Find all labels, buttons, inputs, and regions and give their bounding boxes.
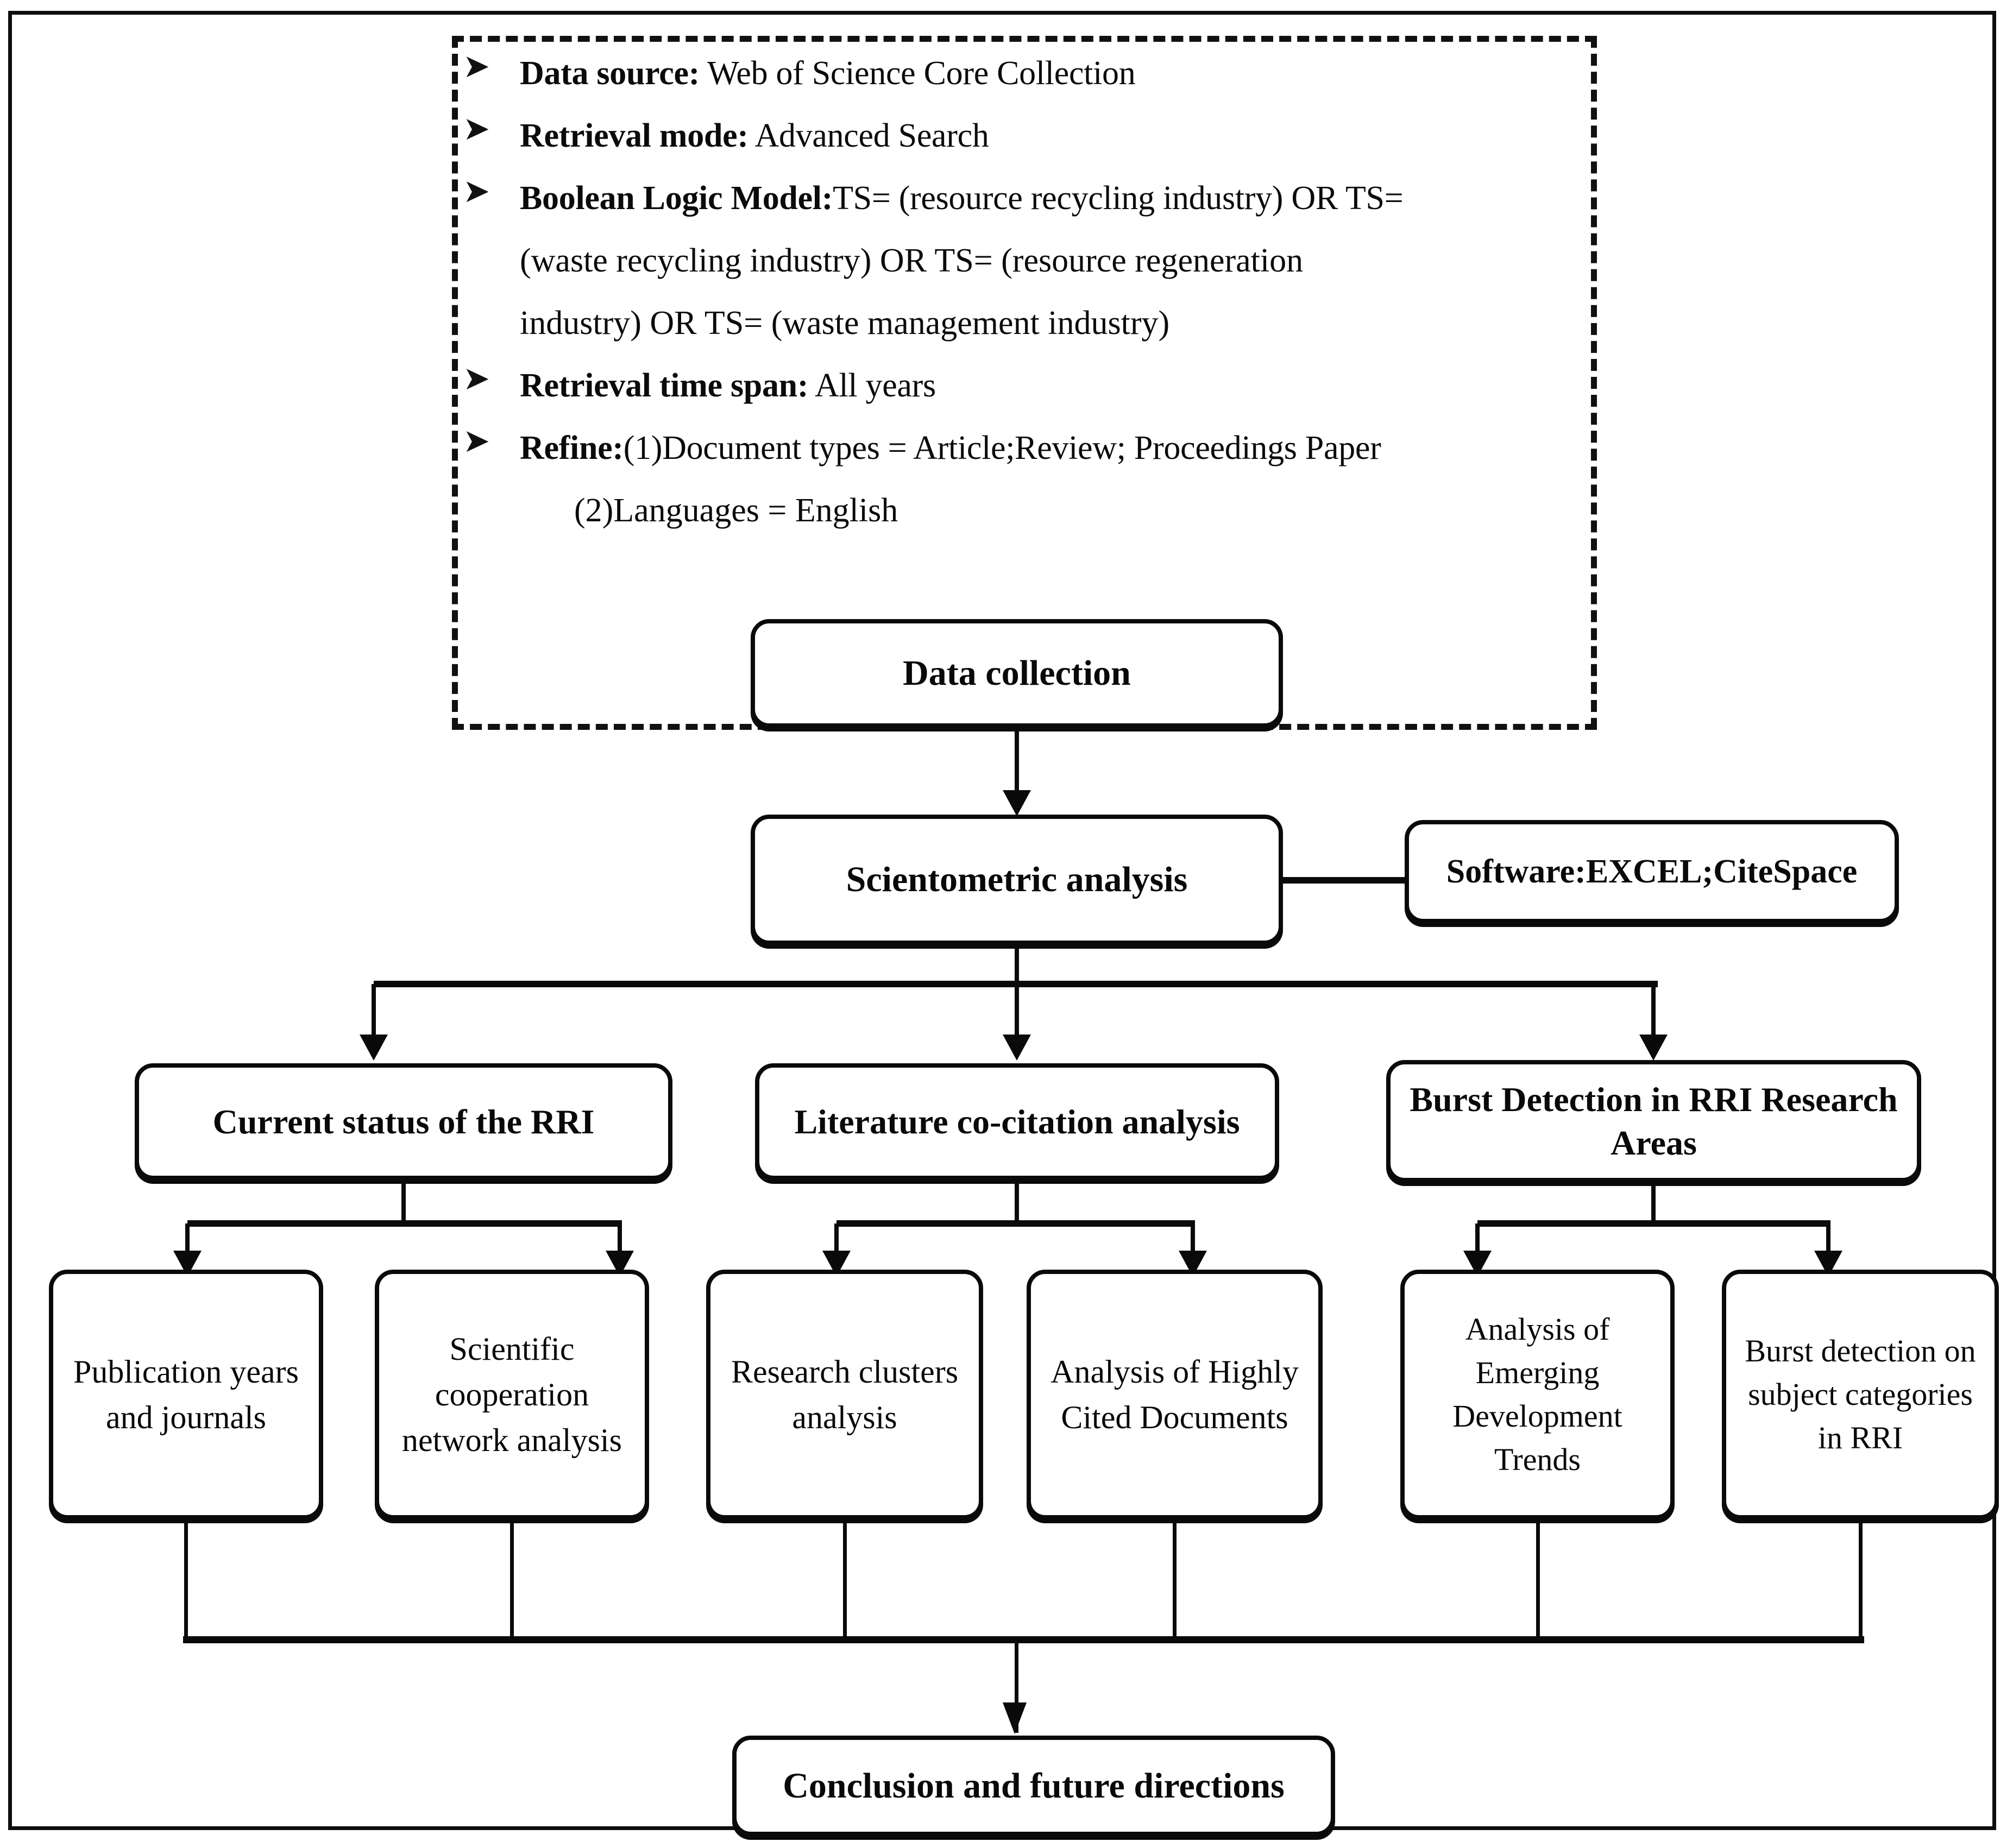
connector-branch1-bus [187,1220,622,1227]
connector-leaf5-down [1536,1519,1540,1639]
node-emerging-development-trends-label: Analysis of Emerging Development Trends [1452,1311,1622,1477]
node-highly-cited-documents[interactable]: Analysis of Highly Cited Documents [1027,1270,1323,1519]
list-item: ➤ Retrieval mode: Advanced Search [463,105,1593,167]
node-software-label: Software:EXCEL;CiteSpace [1446,853,1858,890]
connector-branch3-down [1651,1182,1656,1222]
connector-leaf3-down [843,1519,847,1639]
node-scientific-cooperation-network-label: Scientific cooperation network analysis [402,1331,622,1458]
chevron-bullet-icon: ➤ [463,172,490,210]
node-burst-detection-areas[interactable]: Burst Detection in RRI Research Areas [1386,1060,1921,1182]
boolean-model-line-3: industry) OR TS= (waste management indus… [520,305,1170,342]
node-conclusion-label: Conclusion and future directions [783,1765,1285,1806]
connector-bus-to-conclusion [1015,1643,1018,1733]
connector-branch1-down [401,1180,406,1222]
chevron-bullet-icon: ➤ [463,422,490,460]
search-protocol-list: ➤ Data source: Web of Science Core Colle… [463,42,1593,542]
arrowhead-to-branch3 [1639,1035,1668,1061]
chevron-bullet-icon: ➤ [463,47,490,85]
node-literature-cocitation[interactable]: Literature co-citation analysis [755,1063,1279,1180]
connector-branch2-to-leaf4 [1191,1223,1195,1267]
node-scientometric-analysis[interactable]: Scientometric analysis [751,815,1283,945]
arrowhead-to-scientometric [1003,790,1031,816]
connector-bus-to-branch3 [1651,984,1656,1052]
connector-branch1-to-leaf2 [618,1223,622,1267]
node-conclusion[interactable]: Conclusion and future directions [732,1736,1335,1836]
connector-leaf1-down [184,1519,188,1639]
list-item: ➤ Retrieval time span: All years [463,355,1593,417]
node-publication-years-journals-label: Publication years and journals [73,1354,299,1435]
boolean-model-label: Boolean Logic Model: [520,180,833,217]
chevron-bullet-icon: ➤ [463,359,490,398]
refine-value: (1)Document types = Article;Review; Proc… [623,430,1381,466]
chevron-bullet-icon: ➤ [463,110,490,148]
arrowhead-to-branch1 [360,1035,388,1061]
refine-label: Refine: [520,430,624,466]
connector-bus-to-branch1 [372,984,376,1052]
boolean-model-value: TS= (resource recycling industry) OR TS= [833,180,1404,217]
connector-branch3-bus [1477,1220,1830,1227]
arrowhead-to-branch2 [1003,1035,1031,1061]
retrieval-mode-value: Advanced Search [748,117,989,154]
node-data-collection-label: Data collection [903,653,1131,693]
node-burst-detection-subject-categories[interactable]: Burst detection on subject categories in… [1722,1270,1999,1519]
connector-bus-to-branch2 [1015,984,1019,1052]
node-current-status-rri[interactable]: Current status of the RRI [135,1063,672,1180]
connector-scientometric-to-software [1281,877,1406,884]
node-emerging-development-trends[interactable]: Analysis of Emerging Development Trends [1400,1270,1675,1519]
connector-branch2-down [1015,1180,1019,1222]
retrieval-mode-label: Retrieval mode: [520,117,748,154]
connector-leaf4-down [1173,1519,1177,1639]
data-source-value: Web of Science Core Collection [700,55,1136,92]
refine-line-2: (2)Languages = English [574,492,898,529]
node-burst-detection-subject-categories-label: Burst detection on subject categories in… [1745,1333,1976,1455]
boolean-model-line-2: (waste recycling industry) OR TS= (resou… [520,242,1304,279]
node-scientific-cooperation-network[interactable]: Scientific cooperation network analysis [375,1270,649,1519]
node-research-clusters-analysis[interactable]: Research clusters analysis [706,1270,983,1519]
connector-branch2-to-leaf3 [834,1223,839,1267]
list-item: ➤ Boolean Logic Model:TS= (resource recy… [463,167,1593,230]
connector-convergence-bus [183,1636,1864,1643]
node-scientometric-analysis-label: Scientometric analysis [846,860,1188,899]
node-data-collection[interactable]: Data collection [751,619,1283,728]
connector-datacollection-to-scientometric [1015,728,1019,808]
connector-branch1-to-leaf1 [185,1223,190,1267]
connector-branch2-bus [836,1220,1195,1227]
time-span-value: All years [808,367,936,404]
arrowhead-to-conclusion [1003,1702,1027,1734]
connector-branch3-to-leaf5 [1475,1223,1480,1267]
connector-scientometric-down [1015,945,1019,983]
node-current-status-rri-label: Current status of the RRI [212,1102,595,1141]
node-research-clusters-analysis-label: Research clusters analysis [731,1354,959,1435]
connector-leaf6-down [1859,1519,1863,1639]
data-source-label: Data source: [520,55,700,92]
time-span-label: Retrieval time span: [520,367,809,404]
node-publication-years-journals[interactable]: Publication years and journals [49,1270,323,1519]
node-burst-detection-areas-label: Burst Detection in RRI Research Areas [1410,1080,1898,1162]
connector-leaf2-down [510,1519,514,1639]
connector-branch3-to-leaf6 [1826,1223,1830,1267]
list-item: ➤ Data source: Web of Science Core Colle… [463,42,1593,105]
node-literature-cocitation-label: Literature co-citation analysis [794,1102,1240,1141]
list-item: ➤ Refine:(1)Document types = Article;Rev… [463,417,1593,480]
node-highly-cited-documents-label: Analysis of Highly Cited Documents [1050,1354,1299,1435]
node-software[interactable]: Software:EXCEL;CiteSpace [1405,820,1899,923]
